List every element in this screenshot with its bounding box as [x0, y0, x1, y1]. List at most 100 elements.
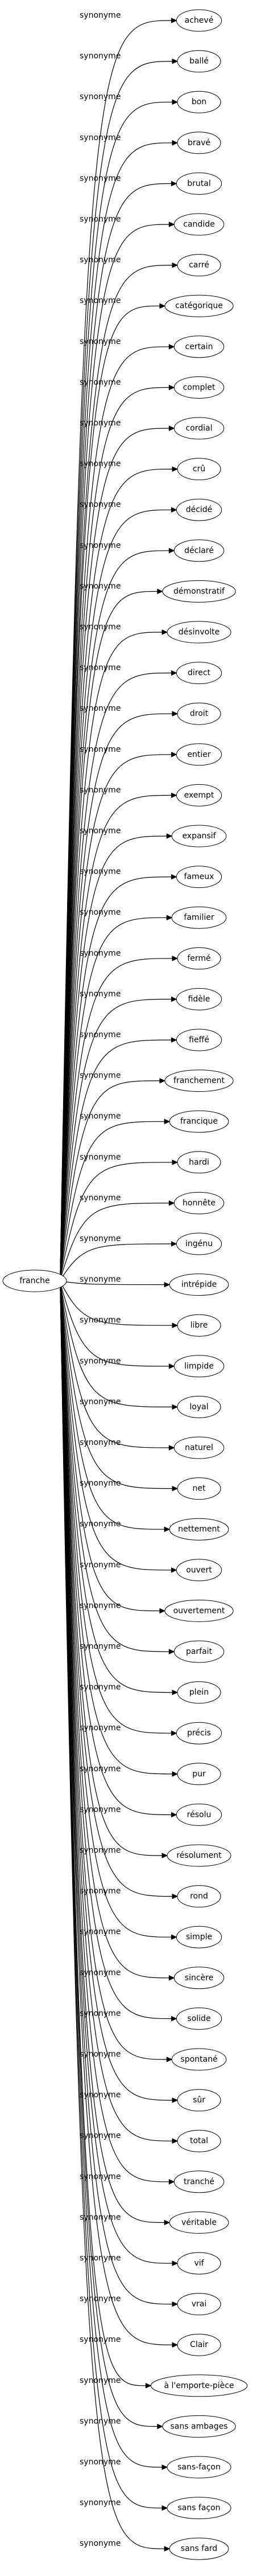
source-node[interactable]: franche: [2, 1269, 67, 1292]
synonym-node-vif[interactable]: vif: [177, 2252, 221, 2275]
node-ellipse: [177, 702, 221, 725]
synonym-node-libre[interactable]: libre: [177, 1314, 221, 1337]
synonym-node-pur[interactable]: pur: [177, 1763, 221, 1785]
synonym-label: tranché: [184, 2177, 214, 2186]
synonym-node-hardi[interactable]: hardi: [177, 1151, 221, 1174]
synonym-node-loyal[interactable]: loyal: [177, 1395, 221, 1418]
synonym-label: cordial: [185, 424, 212, 433]
synonym-node-nettement[interactable]: nettement: [169, 1518, 229, 1541]
synonym-node-bon[interactable]: bon: [177, 91, 221, 113]
synonym-node-desinvolte[interactable]: désinvolte: [167, 621, 231, 644]
synonym-label: intrépide: [181, 1280, 217, 1289]
synonym-node-solide[interactable]: solide: [176, 2007, 222, 2030]
synonym-node-ingenu[interactable]: ingénu: [176, 1232, 222, 1255]
edge-label: synonyme: [80, 581, 121, 591]
synonym-node-droit[interactable]: droit: [177, 702, 221, 725]
arrowhead-precis: [171, 1730, 177, 1736]
synonym-node-vrai[interactable]: vrai: [177, 2293, 221, 2316]
synonym-node-declare[interactable]: déclaré: [173, 539, 225, 562]
synonym-node-ouvertement[interactable]: ouvertement: [164, 1599, 234, 1622]
synonym-node-net[interactable]: net: [177, 1477, 221, 1500]
synonym-node-fameux[interactable]: fameux: [176, 866, 222, 888]
synonym-node-rond[interactable]: rond: [177, 1885, 221, 1908]
synonym-label: loyal: [189, 1402, 208, 1411]
synonym-node-a-l-emporte-piece[interactable]: à l'emporte-pièce: [150, 2374, 248, 2397]
synonym-node-cordial[interactable]: cordial: [173, 417, 225, 440]
synonym-node-fidele[interactable]: fidèle: [176, 988, 222, 1010]
node-ellipse: [164, 1599, 234, 1622]
synonym-node-demonstratif[interactable]: démonstratif: [162, 580, 236, 603]
edge-layer: synonyme synonyme synonyme synonyme synonyme…: [60, 11, 179, 2552]
synonym-node-sans-facon[interactable]: sans-façon: [167, 2456, 231, 2479]
synonym-node-franchement[interactable]: franchement: [164, 1070, 234, 1092]
synonym-node-decide[interactable]: décidé: [176, 498, 222, 521]
node-layer: achevé ballé bon bravé brutal candide carré cat…: [2, 9, 248, 2560]
synonym-node-fieffe[interactable]: fieffé: [176, 1029, 222, 1051]
edge-intrepide: [60, 1280, 165, 1285]
synonym-node-categorique[interactable]: catégorique: [164, 294, 234, 317]
synonym-node-resolument[interactable]: résolument: [167, 1844, 231, 1867]
node-ellipse: [177, 91, 221, 113]
synonym-node-sur[interactable]: sûr: [177, 2089, 221, 2112]
synonym-node-sans-fard[interactable]: sans fard: [169, 2537, 229, 2560]
synonym-label: résolu: [187, 1810, 212, 1819]
synonym-node-direct[interactable]: direct: [176, 662, 222, 685]
synonym-label: sans façon: [177, 2504, 220, 2513]
synonym-node-intrepide[interactable]: intrépide: [169, 1273, 229, 1296]
edge-label: synonyme: [80, 1438, 121, 1447]
synonym-node-spontane[interactable]: spontané: [171, 2048, 227, 2071]
arrowhead-hardi: [172, 1160, 179, 1165]
edge-parfait: [60, 1288, 170, 1652]
synonym-node-complet[interactable]: complet: [173, 376, 225, 399]
edge-label: synonyme: [80, 2172, 121, 2181]
synonym-node-entier[interactable]: entier: [176, 743, 222, 766]
synonym-node-plein[interactable]: plein: [177, 1681, 221, 1704]
synonym-node-ouvert[interactable]: ouvert: [176, 1559, 222, 1582]
synonym-node-exempt[interactable]: exempt: [176, 784, 222, 806]
node-ellipse: [167, 2456, 231, 2479]
synonym-node-parfait[interactable]: parfait: [173, 1640, 225, 1663]
node-ellipse: [167, 621, 231, 644]
synonym-label: complet: [183, 383, 216, 392]
synonym-node-resolu[interactable]: résolu: [176, 1803, 222, 1826]
synonym-node-sincere[interactable]: sincère: [173, 1967, 225, 1989]
node-ellipse: [177, 1314, 221, 1337]
synonym-node-ferme[interactable]: fermé: [177, 947, 221, 970]
node-ellipse: [177, 2333, 221, 2356]
synonym-node-acheve[interactable]: achevé: [176, 9, 222, 32]
synonym-node-candide[interactable]: candide: [173, 213, 225, 236]
arrowhead-intrepide: [164, 1281, 171, 1288]
synonym-node-veritable[interactable]: véritable: [169, 2211, 229, 2234]
synonym-node-certain[interactable]: certain: [173, 335, 225, 358]
edge-label: synonyme: [80, 1275, 121, 1284]
arrowhead-francique: [164, 1119, 171, 1124]
synonym-node-naturel[interactable]: naturel: [173, 1436, 225, 1459]
edge-certain: [60, 346, 170, 1273]
edge-label: synonyme: [80, 785, 121, 794]
arrowhead-plein: [172, 1689, 179, 1696]
synonym-node-brave[interactable]: bravé: [177, 132, 221, 154]
synonym-node-brutal[interactable]: brutal: [176, 172, 222, 195]
synonym-node-carre[interactable]: carré: [177, 254, 221, 277]
synonym-node-simple[interactable]: simple: [176, 1926, 222, 1948]
edge-label: synonyme: [80, 2458, 121, 2467]
synonym-node-sans-facon[interactable]: sans façon: [167, 2497, 231, 2520]
edge-vif: [60, 1288, 173, 2264]
synonym-node-francique[interactable]: francique: [169, 1110, 229, 1133]
synonym-node-precis[interactable]: précis: [176, 1722, 222, 1744]
arrowhead-resolu: [171, 1812, 177, 1818]
synonym-node-cru[interactable]: crû: [177, 458, 221, 481]
node-ellipse: [171, 825, 227, 847]
synonym-node-expansif[interactable]: expansif: [171, 825, 227, 847]
synonym-node-tranche[interactable]: tranché: [173, 2170, 225, 2193]
synonym-node-limpide[interactable]: limpide: [173, 1355, 225, 1378]
synonym-label: décidé: [186, 505, 213, 514]
synonym-node-balle[interactable]: ballé: [177, 50, 221, 73]
edge-francique: [60, 1121, 165, 1278]
synonym-node-familier[interactable]: familier: [171, 906, 227, 929]
node-ellipse: [177, 50, 221, 73]
synonym-node-honnete[interactable]: honnête: [173, 1191, 225, 1214]
synonym-node-sans-ambages[interactable]: sans ambages: [162, 2415, 236, 2438]
synonym-node-clair[interactable]: Clair: [177, 2333, 221, 2356]
synonym-node-total[interactable]: total: [177, 2129, 221, 2152]
